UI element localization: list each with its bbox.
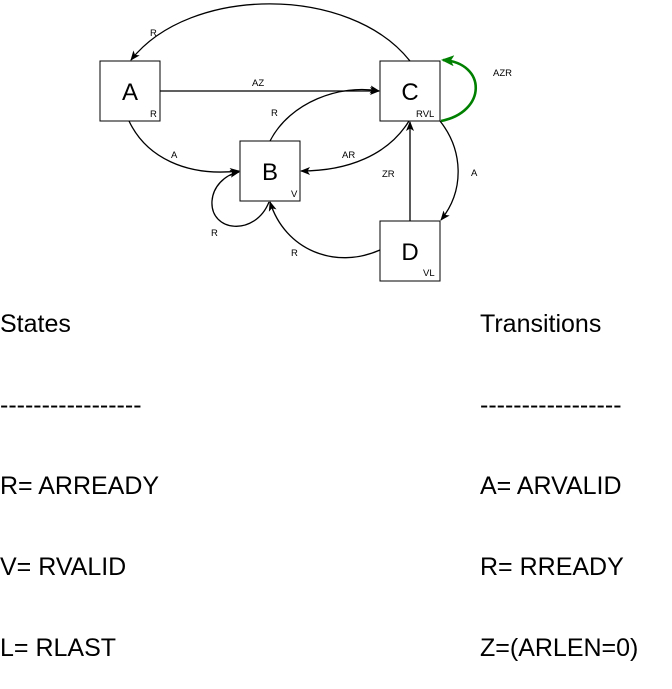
- state-node-b-sublabel: V: [291, 189, 298, 200]
- transitions-legend-line: Z=(ARLEN=0): [480, 634, 639, 662]
- state-node-a: A R: [99, 60, 161, 122]
- state-node-a-label: A: [122, 79, 138, 106]
- state-machine-diagram: R AZ AZR A R AR R R ZR A A R B V C RVL D…: [99, 3, 512, 282]
- state-node-a-sublabel: R: [150, 109, 157, 120]
- transitions-legend-line: R= RREADY: [480, 553, 624, 581]
- edge-c-to-b: [300, 120, 410, 175]
- state-node-c-sublabel: RVL: [416, 109, 434, 120]
- state-node-d: D VL: [379, 220, 441, 282]
- edge-label-b-self-loop: R: [211, 228, 218, 239]
- states-legend-divider: -----------------: [0, 391, 142, 419]
- states-legend: States ----------------- R= ARREADY V= R…: [0, 257, 159, 689]
- state-node-c: C RVL: [379, 60, 441, 122]
- state-node-b-label: B: [262, 159, 278, 186]
- state-node-b: B V: [239, 140, 301, 202]
- edge-label-d-to-c: ZR: [382, 169, 395, 180]
- edge-label-c-to-a: R: [150, 28, 157, 39]
- edge-label-a-to-c: AZ: [252, 78, 264, 89]
- state-node-d-label: D: [401, 239, 418, 266]
- states-legend-title: States: [0, 310, 71, 338]
- transitions-legend-line: A= ARVALID: [480, 472, 622, 500]
- transitions-legend-title: Transitions: [480, 310, 602, 338]
- state-node-c-label: C: [401, 79, 418, 106]
- edge-c-to-a: [130, 3, 411, 62]
- edge-label-c-self-loop: AZR: [493, 68, 512, 79]
- edge-label-b-to-c: R: [271, 108, 278, 119]
- states-legend-line: V= RVALID: [0, 553, 127, 581]
- edge-label-c-to-d: A: [471, 168, 478, 179]
- edge-c-to-d: [439, 120, 459, 221]
- edge-d-to-b: [268, 201, 381, 259]
- edge-label-c-to-b: AR: [342, 150, 355, 161]
- edge-label-d-to-b: R: [291, 248, 298, 259]
- edge-label-a-to-b: A: [171, 150, 178, 161]
- edge-c-self-loop: [440, 55, 478, 123]
- states-legend-line: L= RLAST: [0, 634, 117, 662]
- transitions-legend: Transitions ----------------- A= ARVALID…: [480, 257, 638, 689]
- edge-a-to-b: [128, 120, 240, 176]
- states-legend-line: R= ARREADY: [0, 472, 160, 500]
- edge-b-self-loop: [211, 169, 270, 227]
- edge-b-to-c: [269, 85, 380, 142]
- transitions-legend-divider: -----------------: [480, 391, 622, 419]
- state-node-d-sublabel: VL: [423, 268, 435, 279]
